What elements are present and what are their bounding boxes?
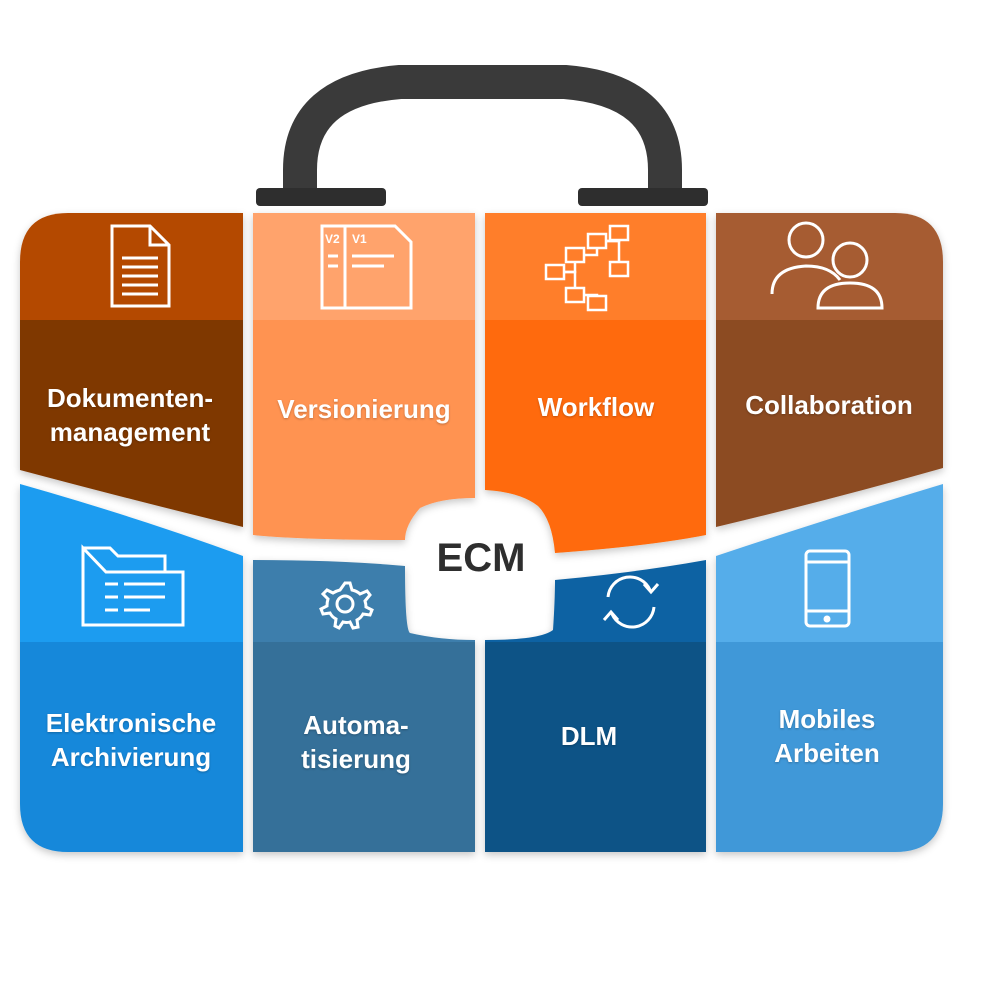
tile-label-dlm: DLM — [560, 721, 618, 751]
version-v2-label: V2 — [325, 232, 340, 246]
tile-label-workflow: Workflow — [537, 392, 655, 422]
document-icon — [110, 224, 171, 308]
gear-icon — [319, 581, 374, 630]
workflow-icon — [544, 224, 630, 312]
tile-collaboration — [716, 213, 943, 527]
smartphone-icon — [804, 549, 851, 628]
tile-label-collaboration: Collaboration — [745, 390, 913, 420]
tile-mobiles-arbeiten — [716, 484, 943, 852]
versions-icon: V2 V1 — [320, 224, 413, 310]
tile-automatisierung — [253, 560, 475, 852]
ecm-center-label: ECM — [436, 536, 526, 580]
tile-label-versionierung: Versionierung — [277, 394, 451, 424]
people-icon — [770, 221, 884, 310]
tile-archivierung — [20, 484, 243, 852]
folder-icon — [81, 544, 185, 627]
tile-dlm — [485, 560, 706, 852]
tile-label-dokumentenmanagement: Dokumenten-management — [46, 383, 214, 447]
cycle-icon — [602, 575, 660, 629]
tile-workflow — [485, 213, 706, 553]
briefcase-handle — [256, 65, 708, 206]
tile-label-automatisierung: Automa-tisierung — [301, 710, 411, 774]
version-v1-label: V1 — [352, 232, 367, 246]
